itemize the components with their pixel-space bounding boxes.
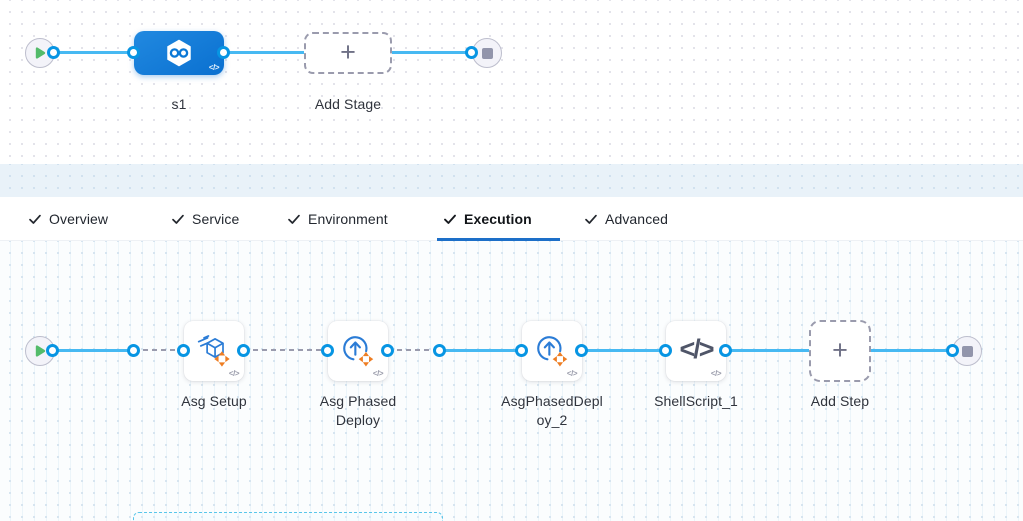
tab-service[interactable]: Service xyxy=(165,197,267,241)
stop-icon xyxy=(961,345,973,357)
connector-port[interactable] xyxy=(465,46,478,59)
connector-line xyxy=(224,51,304,54)
execution-graph-canvas[interactable]: Canary Deployment xyxy=(0,241,1023,521)
connector-port[interactable] xyxy=(177,344,190,357)
tab-label: Overview xyxy=(49,211,109,227)
stage-graph-canvas[interactable]: </> s1 + Add Stage xyxy=(0,0,1023,164)
play-icon xyxy=(35,345,46,357)
code-badge-icon: </> xyxy=(372,369,384,378)
step-card-asg-setup[interactable]: </> xyxy=(184,321,244,381)
connector-line xyxy=(53,349,134,352)
check-icon xyxy=(585,214,597,224)
stage-label: s1 xyxy=(171,96,187,112)
code-badge-icon: </> xyxy=(710,369,722,378)
tab-label: Advanced xyxy=(605,211,669,227)
stop-icon xyxy=(481,47,493,59)
connector-port[interactable] xyxy=(127,46,140,59)
step-label: Asg Setup xyxy=(181,393,247,409)
code-badge-icon: </> xyxy=(228,369,240,378)
connector-port[interactable] xyxy=(515,344,528,357)
canvas-divider-strip xyxy=(0,164,1023,197)
connector-line-dashed xyxy=(134,349,184,351)
check-icon xyxy=(29,214,41,224)
step-group-canary-deployment: Canary Deployment xyxy=(133,512,443,521)
check-icon xyxy=(288,214,300,224)
step-card-shellscript-1[interactable]: </> </> xyxy=(666,321,726,381)
connector-port[interactable] xyxy=(381,344,394,357)
connector-port[interactable] xyxy=(719,344,732,357)
connector-port[interactable] xyxy=(946,344,959,357)
tab-execution[interactable]: Execution xyxy=(437,197,560,241)
connector-line xyxy=(871,349,953,352)
tab-label: Environment xyxy=(308,211,388,227)
connector-port[interactable] xyxy=(127,344,140,357)
code-badge-icon: </> xyxy=(566,369,578,378)
connector-port[interactable] xyxy=(433,344,446,357)
connector-line xyxy=(726,349,809,352)
connector-line xyxy=(440,349,522,352)
connector-port[interactable] xyxy=(47,46,60,59)
add-step-label: Add Step xyxy=(810,393,870,409)
plus-icon: + xyxy=(340,36,356,67)
asg-setup-icon xyxy=(197,335,230,367)
connector-line xyxy=(54,51,134,54)
tab-label: Execution xyxy=(464,211,532,227)
check-icon xyxy=(172,214,184,224)
asg-phased-deploy-icon xyxy=(537,336,568,367)
connector-line xyxy=(392,51,472,54)
tab-advanced[interactable]: Advanced xyxy=(578,197,696,241)
plus-icon: + xyxy=(832,334,848,365)
add-stage-button[interactable]: + xyxy=(304,32,392,74)
step-label: ShellScript_1 xyxy=(654,393,738,409)
shell-script-icon: </> xyxy=(679,333,714,364)
connector-port[interactable] xyxy=(321,344,334,357)
connector-line-dashed xyxy=(244,349,328,351)
stage-config-tabs: Overview Service Environment Execution A… xyxy=(0,197,1023,241)
add-stage-label: Add Stage xyxy=(314,96,382,112)
connector-line xyxy=(582,349,666,352)
tab-environment[interactable]: Environment xyxy=(281,197,416,241)
step-card-asg-phased-deploy-2[interactable]: </> xyxy=(522,321,582,381)
check-icon xyxy=(444,214,456,224)
connector-port[interactable] xyxy=(575,344,588,357)
connector-port[interactable] xyxy=(217,46,230,59)
connector-port[interactable] xyxy=(46,344,59,357)
code-badge-icon: </> xyxy=(208,63,220,72)
tab-overview[interactable]: Overview xyxy=(22,197,136,241)
step-label: AsgPhasedDeploy_2 xyxy=(501,393,603,428)
add-step-button[interactable]: + xyxy=(809,320,871,382)
cd-stage-icon xyxy=(167,39,191,67)
step-card-asg-phased-deploy[interactable]: </> xyxy=(328,321,388,381)
tab-label: Service xyxy=(192,211,240,227)
connector-line-dashed xyxy=(388,349,440,351)
asg-phased-deploy-icon xyxy=(343,336,374,367)
connector-port[interactable] xyxy=(237,344,250,357)
play-icon xyxy=(35,47,46,59)
connector-port[interactable] xyxy=(659,344,672,357)
stage-node-s1[interactable]: </> xyxy=(134,31,224,75)
step-label: Asg Phased Deploy xyxy=(319,393,397,428)
